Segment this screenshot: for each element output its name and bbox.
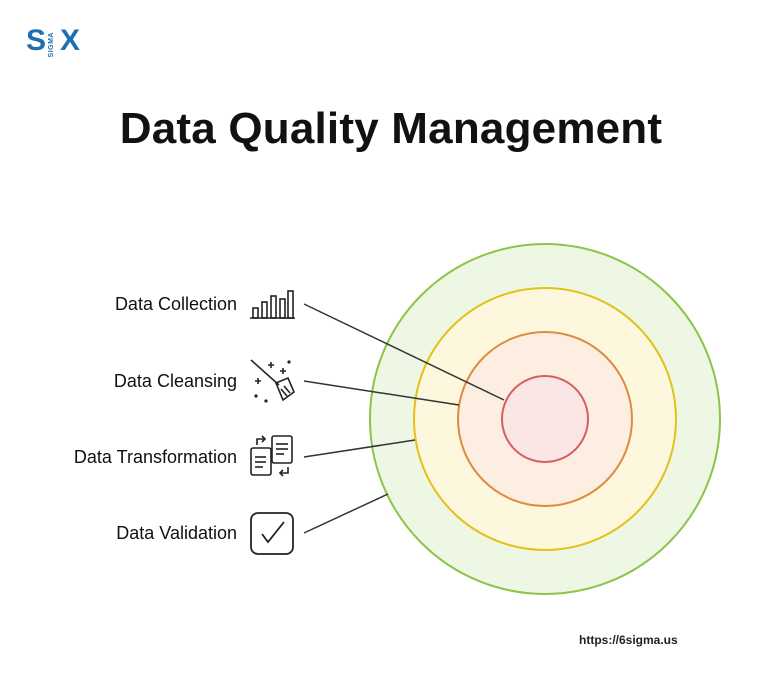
connector-line-validation (303, 493, 389, 534)
connector-line-cleansing (303, 380, 460, 406)
connector-line-transformation (303, 439, 416, 458)
bar-chart-icon (250, 290, 295, 319)
sixsigma-logo: S SIGMA X (26, 24, 86, 58)
label-data-transformation: Data Transformation (73, 447, 237, 467)
label-data-cleansing: Data Cleansing (113, 371, 237, 391)
checkbox-check-icon (250, 512, 294, 555)
connector-line-collection (303, 303, 505, 401)
label-data-validation: Data Validation (116, 523, 237, 543)
label-data-collection: Data Collection (114, 294, 237, 314)
footer-url: https://6sigma.us (579, 633, 678, 647)
page-title: Data Quality Management (119, 104, 663, 153)
documents-exchange-icon (250, 435, 293, 477)
broom-sparkle-icon (250, 359, 295, 403)
ring-inner (501, 375, 589, 463)
logo-letter-s: S (26, 24, 47, 57)
logo-letter-x: X (60, 24, 81, 57)
